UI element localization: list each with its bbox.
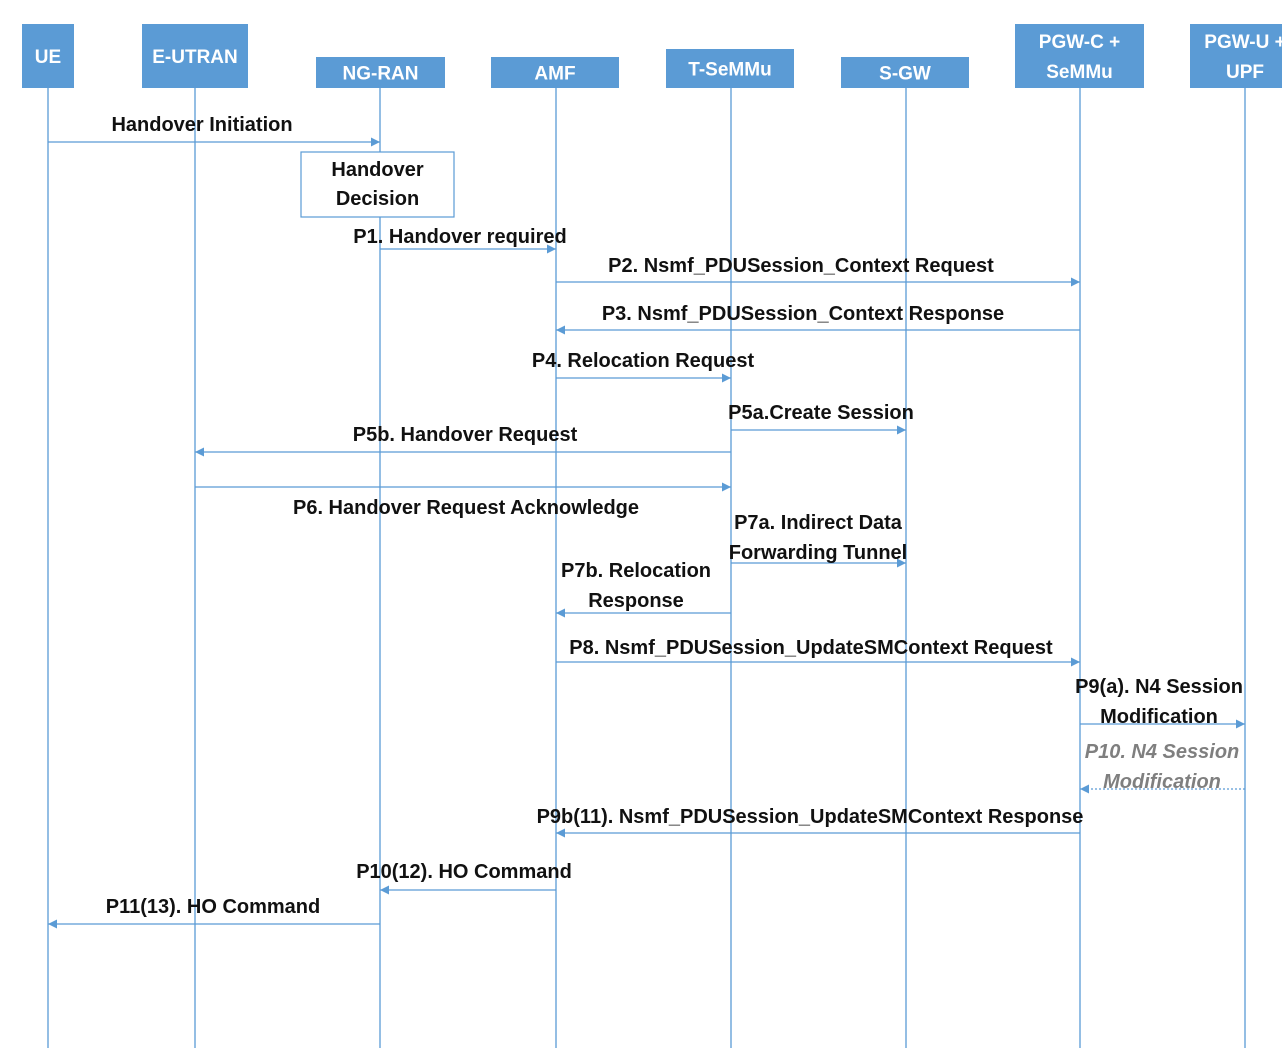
message-m6: P5a.Create Session	[728, 402, 914, 435]
message-label: P6. Handover Request Acknowledge	[293, 497, 639, 519]
message-label: P5a.Create Session	[728, 402, 914, 424]
message-label: P4. Relocation Request	[532, 350, 755, 372]
participant-eutran: E-UTRAN	[142, 24, 248, 88]
message-label: P11(13). HO Command	[106, 896, 321, 918]
message-m3: P2. Nsmf_PDUSession_Context Request	[556, 255, 1080, 287]
message-m11: P8. Nsmf_PDUSession_UpdateSMContext Requ…	[556, 637, 1080, 667]
message-m7: P5b. Handover Request	[195, 424, 731, 457]
participant-label: UPF	[1226, 62, 1264, 83]
participant-label: UE	[35, 47, 61, 68]
participant-ue: UE	[22, 24, 74, 88]
message-label: Response	[588, 590, 684, 612]
participant-ngran: NG-RAN	[316, 57, 445, 88]
participant-headers: UE E-UTRAN NG-RAN AMF T-SeMMu S-GW PGW-C + SeMM…	[22, 24, 1282, 88]
box-label: Decision	[336, 188, 419, 210]
participant-label: AMF	[534, 64, 575, 85]
participant-box	[1015, 24, 1144, 88]
message-label: P3. Nsmf_PDUSession_Context Response	[602, 303, 1004, 325]
participant-box	[841, 57, 969, 88]
message-label: P9b(11). Nsmf_PDUSession_UpdateSMContext…	[537, 806, 1084, 828]
participant-label: SeMMu	[1046, 62, 1113, 83]
message-label: Modification	[1100, 706, 1218, 728]
participant-amf: AMF	[491, 57, 619, 88]
process-box	[300, 151, 455, 218]
message-label: P9(a). N4 Session	[1075, 676, 1243, 698]
message-m15: P10(12). HO Command	[356, 861, 572, 895]
message-label: P8. Nsmf_PDUSession_UpdateSMContext Requ…	[569, 637, 1053, 659]
participant-box	[1190, 24, 1282, 88]
message-m16: P11(13). HO Command	[48, 896, 380, 929]
message-m2: P1. Handover required	[353, 226, 567, 254]
participant-label: PGW-C +	[1039, 32, 1120, 53]
message-label: P2. Nsmf_PDUSession_Context Request	[608, 255, 994, 277]
message-label: P7b. Relocation	[561, 560, 711, 582]
participant-label: PGW-U +	[1204, 32, 1282, 53]
lifelines	[47, 88, 1246, 1048]
message-label: Handover Initiation	[111, 114, 292, 136]
message-label: P7a. Indirect Data	[734, 512, 903, 534]
participant-box	[666, 49, 794, 88]
message-m14: P9b(11). Nsmf_PDUSession_UpdateSMContext…	[537, 806, 1084, 838]
box-label: Handover	[331, 159, 423, 181]
participant-tsemmu: T-SeMMu	[666, 49, 794, 88]
participant-box	[491, 57, 619, 88]
message-m5: P4. Relocation Request	[532, 350, 755, 383]
participant-box	[22, 24, 74, 88]
participant-label: T-SeMMu	[688, 60, 771, 81]
participant-label: S-GW	[879, 64, 931, 85]
message-label: P10. N4 Session	[1085, 741, 1240, 763]
message-m4: P3. Nsmf_PDUSession_Context Response	[556, 303, 1080, 335]
participant-box	[316, 57, 445, 88]
participant-sgw: S-GW	[841, 57, 969, 88]
message-m1: Handover Initiation	[48, 114, 380, 147]
message-label: Forwarding Tunnel	[729, 542, 908, 564]
message-label: P1. Handover required	[353, 226, 566, 248]
participant-label: E-UTRAN	[152, 47, 238, 68]
participant-pgwc: PGW-C + SeMMu	[1015, 24, 1144, 88]
message-label: P5b. Handover Request	[353, 424, 578, 446]
participant-label: NG-RAN	[343, 64, 419, 85]
message-m8: P6. Handover Request Acknowledge	[195, 482, 731, 519]
message-label: Modification	[1103, 771, 1221, 793]
participant-pgwu: PGW-U + UPF	[1190, 24, 1282, 88]
message-label: P10(12). HO Command	[356, 861, 572, 883]
participant-box	[142, 24, 248, 88]
